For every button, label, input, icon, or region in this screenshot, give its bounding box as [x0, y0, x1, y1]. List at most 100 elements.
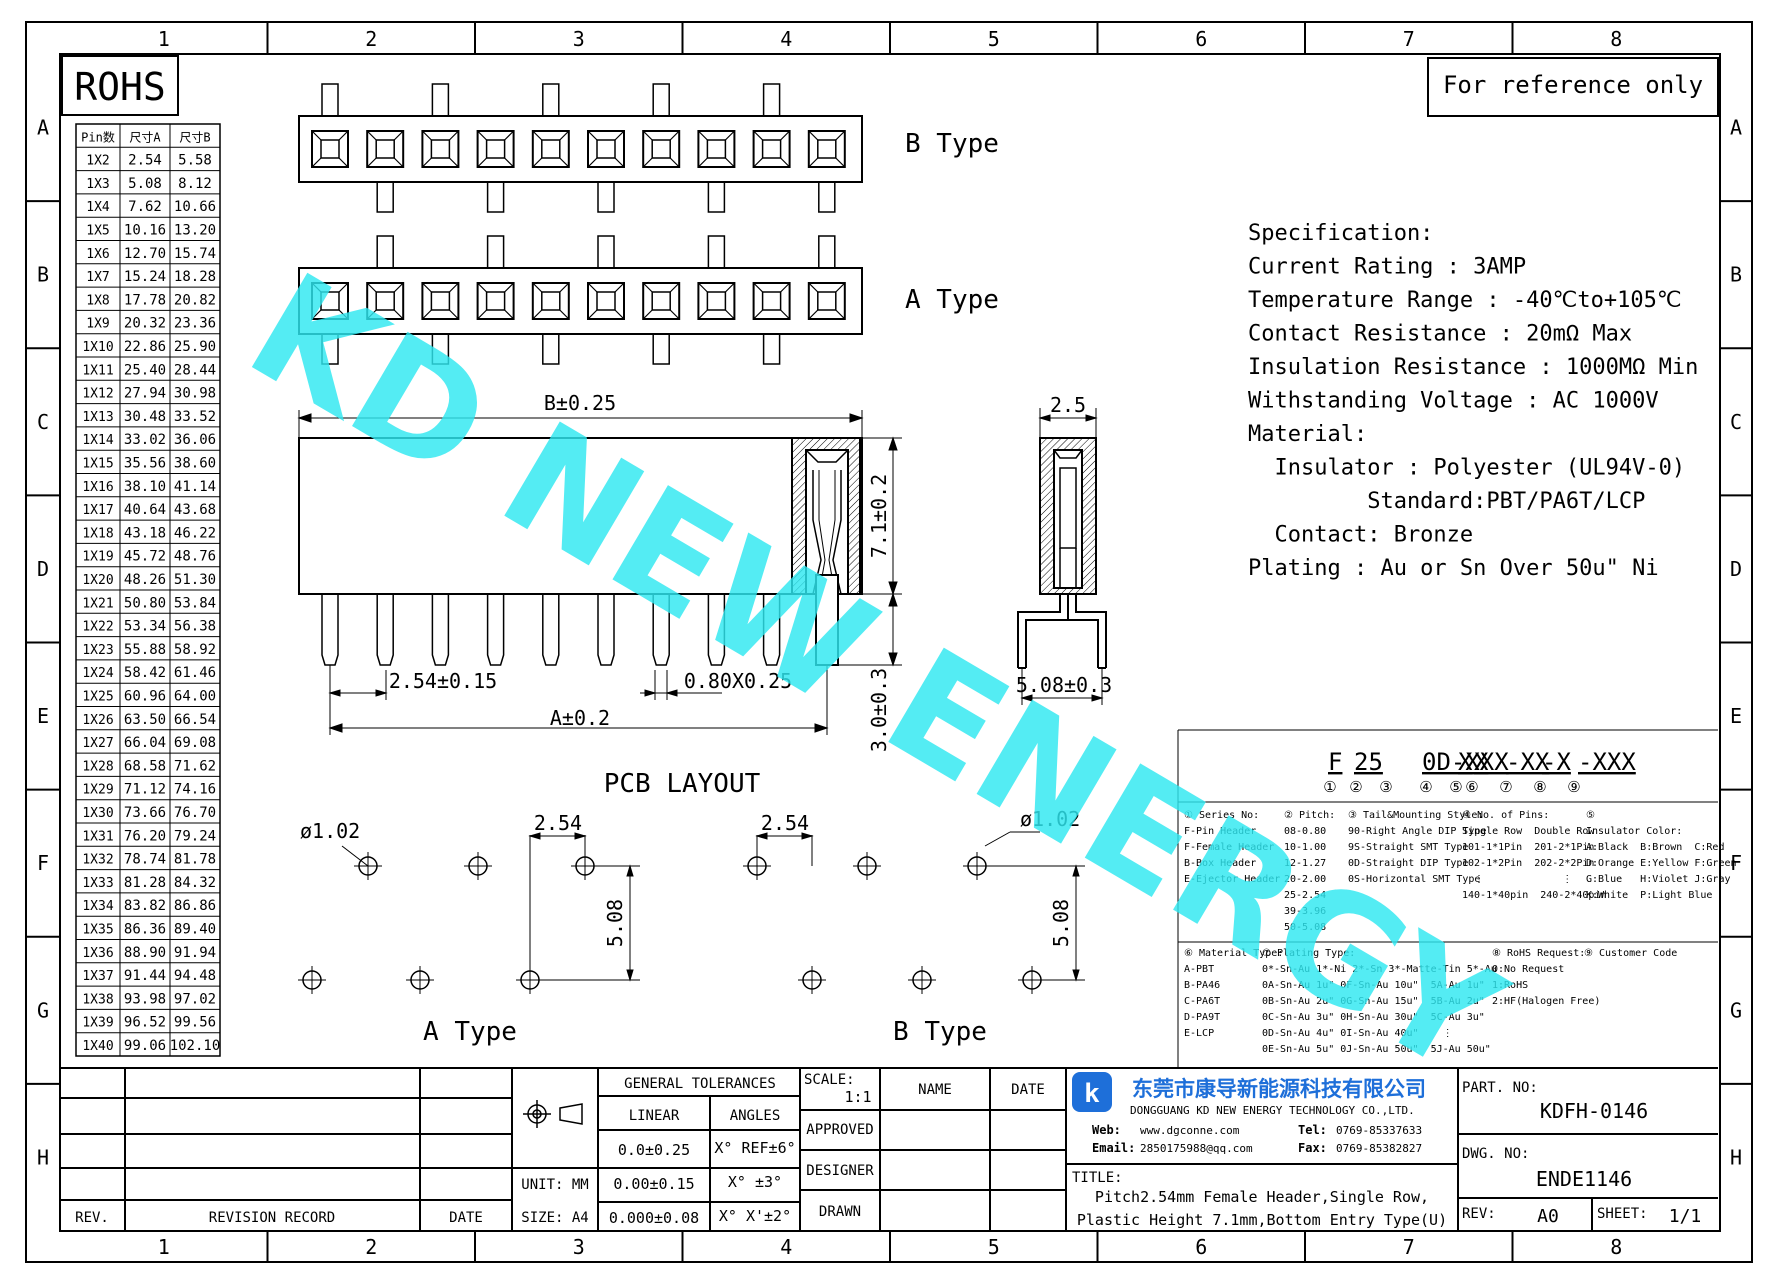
front-pin	[762, 594, 781, 666]
contact-cavity	[807, 130, 846, 168]
legend-line: 0B-Sn-Au 2u" 0G-Sn-Au 15u" 5B-Au 2u"	[1262, 996, 1485, 1007]
pin-table-cell: 35.56	[124, 456, 166, 472]
svg-text:k: k	[1084, 1079, 1100, 1109]
contact-cavity-chamfer	[421, 282, 459, 320]
pin-table-cell: 40.64	[124, 502, 166, 518]
pin-table-cell: 15.74	[174, 246, 216, 262]
pin-table-cell: 1X34	[82, 899, 113, 914]
pin-tail	[818, 235, 836, 269]
pin-table-cell: 1X27	[82, 736, 113, 751]
pin-table-cell: 91.94	[174, 945, 216, 961]
pin-tail	[542, 333, 560, 365]
legend-line: 0D-Sn-Au 4u" 0I-Sn-Au 40u" ⋮	[1262, 1028, 1453, 1039]
zone-row-left: H	[37, 1145, 49, 1169]
title-line-2: Plastic Height 7.1mm,Bottom Entry Type(U…	[1077, 1211, 1447, 1229]
zone-col-top: 3	[573, 27, 585, 51]
rohs-box	[61, 55, 179, 116]
pin-table-cell: 71.12	[124, 782, 166, 798]
legend-line: 0A-Sn-Au 1u" 0F-Sn-Au 10u" 5A-Au 1u"	[1262, 980, 1485, 991]
spec-line: Material:	[1248, 422, 1367, 447]
contact-cavity-inner	[651, 291, 671, 311]
zone-row-right: E	[1730, 704, 1742, 728]
web-label: Web:	[1092, 1123, 1121, 1137]
contact-cavity-chamfer	[808, 282, 846, 320]
contact-cavity-inner	[706, 291, 727, 311]
pin-table-cell: 13.20	[174, 223, 216, 239]
angles-header: ANGLES	[730, 1108, 781, 1124]
part-no-value: KDFH-0146	[1540, 1099, 1648, 1123]
front-pin	[652, 594, 670, 666]
pcb-hole-dia-b: ø1.02	[1020, 807, 1080, 831]
pin-table-cell: 97.02	[174, 991, 216, 1007]
pin-table-cell: 1X18	[82, 526, 113, 541]
approved-label: APPROVED	[806, 1122, 873, 1138]
pin-table-cell: 25.90	[174, 339, 216, 355]
legend-line: 12-1.27	[1284, 858, 1326, 869]
pin-table-cell: 1X6	[86, 247, 109, 262]
contact-cavity-chamfer	[697, 130, 735, 168]
revision-record-header: REVISION RECORD	[209, 1210, 335, 1226]
contact-cavity-inner	[485, 139, 506, 159]
zone-row-left: D	[37, 557, 49, 581]
pcb-layout-label: PCB LAYOUT	[604, 769, 761, 799]
zone-col-top: 4	[780, 27, 792, 51]
zone-row-right: B	[1730, 263, 1742, 287]
pin-table-cell: 43.18	[124, 525, 166, 541]
pin-table-cell: 20.82	[174, 292, 216, 308]
name-header: NAME	[918, 1082, 952, 1098]
pin-table-cell: 55.88	[124, 642, 166, 658]
front-pin	[707, 594, 726, 666]
rohs-label: ROHS	[74, 65, 166, 109]
zone-row-left: G	[37, 998, 49, 1022]
contact-cavity-chamfer	[587, 282, 625, 320]
contact-cavity	[642, 282, 681, 320]
pin-table-cell: 27.94	[124, 386, 166, 402]
pin-table-cell: 48.76	[174, 549, 216, 565]
scale-value: 1:1	[844, 1088, 871, 1106]
side-view	[1017, 408, 1107, 705]
legend-line: ⑧ RoHS Request:	[1492, 948, 1585, 959]
contact-cavity-inner	[430, 139, 451, 159]
pin-table-cell: 58.92	[174, 642, 216, 658]
pin-table-cell: 1X12	[82, 387, 113, 402]
pcb-dimension-lines	[341, 831, 1085, 982]
a-length-dim: A±0.2	[550, 706, 610, 730]
pin-table-cell: 2.54	[128, 153, 162, 169]
zone-row-right: G	[1730, 998, 1742, 1022]
part-code-segment: X	[1458, 748, 1473, 776]
part-code-index: ⑦	[1499, 778, 1512, 796]
zone-col-bottom: 8	[1610, 1235, 1622, 1259]
contact-cavity	[366, 282, 405, 320]
pin-table-cell: 91.44	[124, 968, 166, 984]
pin-table-cell: 1X3	[86, 177, 109, 192]
pin-table-cell: 18.28	[174, 269, 216, 285]
pin-table-cell: 7.62	[128, 199, 162, 215]
title-label: TITLE:	[1072, 1170, 1123, 1186]
front-pin	[376, 594, 394, 666]
legend-line: ② Pitch:	[1284, 810, 1335, 821]
pin-tail	[486, 181, 505, 213]
pin-table-cell: 99.56	[174, 1015, 216, 1031]
pin-table-cell: 1X15	[82, 457, 113, 472]
contact-cavity-chamfer	[366, 282, 404, 320]
pin-tail	[762, 83, 781, 117]
contact-cavity-chamfer	[477, 130, 515, 168]
contact-cavity-chamfer	[366, 130, 404, 168]
contact-cavity-inner	[761, 139, 782, 159]
pin-table-cell: 69.08	[174, 735, 216, 751]
pin-table-cell: 46.22	[174, 525, 216, 541]
legend-line: ③ Tail&Mounting Style:	[1348, 810, 1483, 821]
pin-table-cell: 1X33	[82, 876, 113, 891]
legend-line: G:Blue H:Violet J:Gray	[1586, 874, 1731, 885]
zone-col-bottom: 7	[1403, 1235, 1415, 1259]
sheet-label: SHEET:	[1597, 1206, 1648, 1222]
pin-table-cell: 1X29	[82, 783, 113, 798]
contact-cavity-inner	[320, 139, 340, 159]
legend-line: E-Ejector Header	[1184, 874, 1280, 885]
pin-table-cell: 60.96	[124, 689, 166, 705]
email-label: Email:	[1092, 1141, 1135, 1155]
legend-line: 0E-Sn-Au 5u" 0J-Sn-Au 50u" 5J-Au 50u"	[1262, 1044, 1491, 1055]
front-pin	[321, 594, 339, 666]
